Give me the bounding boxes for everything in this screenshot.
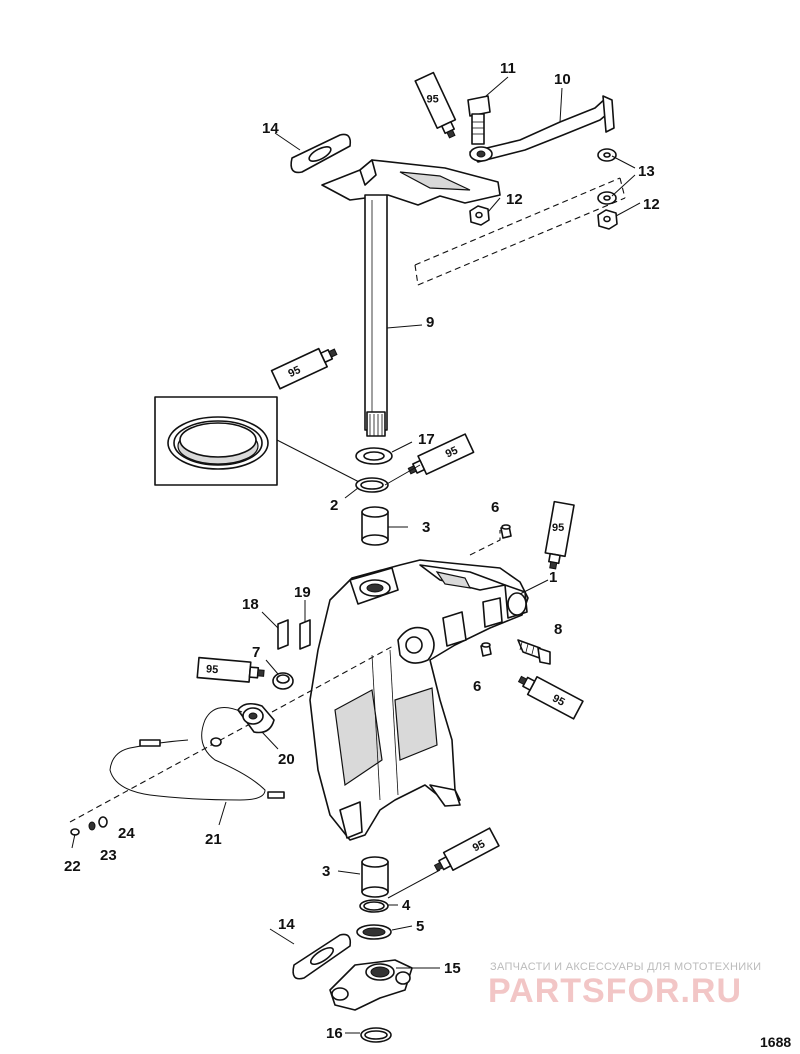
lockwasher-23 [88, 821, 96, 831]
callout-12-left: 12 [506, 191, 523, 208]
plug-7 [272, 672, 294, 690]
screw-22 [70, 828, 80, 849]
callout-11: 11 [500, 60, 516, 77]
lubricant-tube-4: 95 [544, 500, 575, 570]
bushing-3-upper [361, 506, 389, 546]
callout-1: 1 [549, 569, 557, 586]
callout-8: 8 [554, 621, 562, 638]
callout-4: 4 [402, 897, 411, 914]
callout-3-lower: 3 [322, 863, 330, 880]
callout-18: 18 [242, 596, 259, 613]
callout-15: 15 [444, 960, 461, 977]
callout-2: 2 [330, 497, 338, 514]
bolt-11 [467, 95, 491, 145]
trim-sensor-20 [237, 702, 275, 734]
lubricant-tube-6: 95 [517, 675, 584, 720]
svg-text:95: 95 [471, 838, 487, 854]
watermark-tagline: ЗАПЧАСТИ И АКСЕССУАРЫ ДЛЯ МОТОТЕХНИКИ [490, 961, 762, 973]
callout-5: 5 [416, 918, 424, 935]
callout-7: 7 [252, 644, 260, 661]
sensor-harness-21 [109, 707, 285, 801]
svg-text:95: 95 [552, 522, 564, 534]
drawing-number: 1688 [760, 1034, 792, 1050]
callout-14-upper: 14 [262, 120, 279, 137]
watermark-logo: PARTSFOR.RU [488, 972, 743, 1010]
callout-10: 10 [554, 71, 571, 88]
callout-6-lower: 6 [473, 678, 481, 695]
steering-tube [364, 194, 388, 437]
steering-link-rod [469, 95, 615, 163]
washer-13-upper [597, 148, 617, 162]
callout-17: 17 [418, 431, 435, 448]
lubricant-tube-2: 95 [270, 347, 338, 390]
svg-text:95: 95 [444, 444, 460, 460]
steering-yoke-15 [329, 959, 413, 1011]
callout-9: 9 [426, 314, 434, 331]
callout-22: 22 [64, 858, 81, 875]
callout-23: 23 [100, 847, 117, 864]
leader-lines [218, 76, 641, 1034]
steering-link-phantom [414, 177, 626, 286]
callout-3-upper: 3 [422, 519, 430, 536]
decal-18 [277, 619, 289, 650]
steering-arm [321, 159, 501, 206]
washer-17 [355, 447, 393, 465]
callout-24: 24 [118, 825, 135, 842]
bushing-3-lower [361, 856, 389, 898]
decal-19 [299, 619, 311, 650]
callout-19: 19 [294, 584, 311, 601]
o-ring-2 [355, 477, 389, 493]
svg-text:95: 95 [205, 663, 218, 676]
grease-fitting-6-upper [500, 524, 512, 539]
seal-detail-inset [154, 396, 278, 486]
ring-16 [360, 1027, 392, 1043]
lubricant-tube-7: 95 [433, 827, 500, 872]
plate-14-upper [290, 133, 352, 174]
svg-text:95: 95 [426, 94, 438, 106]
bolt-8 [517, 639, 551, 665]
callout-14-lower: 14 [278, 916, 295, 933]
callout-13: 13 [638, 163, 655, 180]
plate-14-lower [292, 933, 352, 980]
lubricant-tube-1: 95 [414, 71, 457, 139]
callout-numbers: 11 10 14 13 12 12 9 17 2 3 6 1 18 19 8 7… [64, 60, 660, 1042]
ring-4 [359, 899, 389, 913]
swivel-bracket [309, 559, 529, 841]
callout-12-right: 12 [643, 196, 660, 213]
washer-13-lower [597, 191, 617, 205]
washer-24 [98, 816, 108, 828]
lubricant-tube-3: 95 [407, 433, 475, 476]
nut-12-left [469, 205, 490, 226]
callout-21: 21 [205, 831, 222, 848]
svg-text:95: 95 [286, 364, 302, 380]
svg-text:95: 95 [550, 692, 566, 708]
callout-16: 16 [326, 1025, 343, 1042]
lubricant-tube-5: 95 [196, 656, 265, 683]
callout-20: 20 [278, 751, 295, 768]
nut-12-right [597, 209, 618, 230]
ring-5 [356, 924, 392, 940]
callout-6-upper: 6 [491, 499, 499, 516]
grease-fitting-6-lower [480, 642, 492, 657]
